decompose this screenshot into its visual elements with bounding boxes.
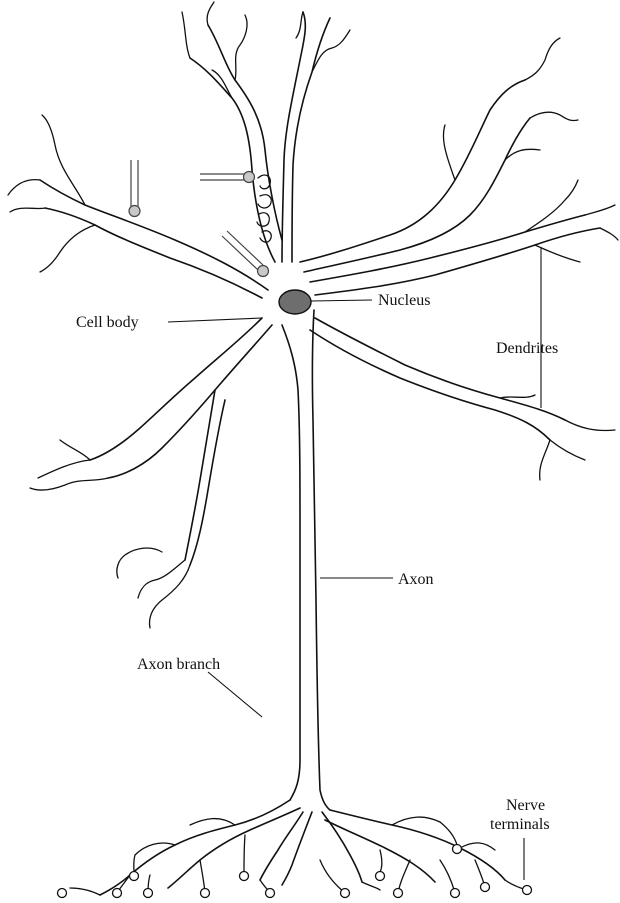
axon-branch-leader (208, 672, 262, 717)
labels: Nucleus Cell body Dendrites Axon Axon br… (76, 292, 558, 833)
axon-left-edge (282, 325, 300, 800)
dendrite-right-mid-b (315, 228, 600, 295)
terminal-bouton (523, 886, 532, 895)
terminal-bouton (240, 872, 249, 881)
dendrite-lower-left-a (90, 318, 262, 460)
axon-right-edge (312, 310, 330, 810)
dendrite-right-lower-a (315, 318, 565, 420)
dendrite-right-upper-b (304, 118, 530, 272)
dendrite-right-upper-a (300, 80, 525, 262)
nucleus-label: Nucleus (378, 292, 430, 309)
nerve-terminals-label-line2: terminals (490, 816, 550, 833)
dendritic-spines (257, 175, 271, 242)
terminal-bouton (451, 889, 460, 898)
dendrite-left-upper-b (45, 208, 262, 298)
terminal-bouton (201, 889, 210, 898)
dendrite-upper-left-a (208, 25, 282, 240)
cell-body-leader (168, 318, 262, 322)
terminal-bouton (453, 845, 462, 854)
axon-branch-mid-right (322, 812, 362, 882)
terminal-bouton (376, 872, 385, 881)
dendrite-lower-left-b (108, 325, 272, 478)
dendrites-label: Dendrites (496, 340, 558, 357)
leader-lines (168, 247, 541, 880)
dendrite-top-center-right (292, 18, 330, 262)
axon-branch-left-a (100, 800, 290, 895)
dendrite-lower-left-d (190, 400, 225, 565)
axon-branch-mid (282, 812, 312, 885)
axon-branch-label: Axon branch (137, 656, 220, 673)
probe-tip (258, 266, 269, 277)
cell-body-label: Cell body (76, 314, 139, 331)
terminal-bouton (266, 889, 275, 898)
terminal-bouton (394, 889, 403, 898)
nerve-terminals-label-line1: Nerve (506, 797, 545, 814)
neuron-outline (8, 2, 618, 895)
probe-tip (244, 172, 255, 183)
nucleus-leader (311, 300, 372, 301)
terminal-bouton (113, 889, 122, 898)
axon-branch-left-b (168, 808, 300, 888)
probe-tip (129, 206, 140, 217)
electrode-probes (129, 160, 269, 277)
terminal-bouton (341, 889, 350, 898)
axon-label: Axon (398, 571, 434, 588)
terminal-bouton (144, 889, 153, 898)
dendrite-left-upper-a (40, 180, 268, 290)
terminal-bouton (481, 883, 490, 892)
terminal-bouton (58, 889, 67, 898)
terminal-bouton (130, 872, 139, 881)
dendrite-top-center-left (282, 12, 305, 262)
nucleus (279, 290, 311, 314)
